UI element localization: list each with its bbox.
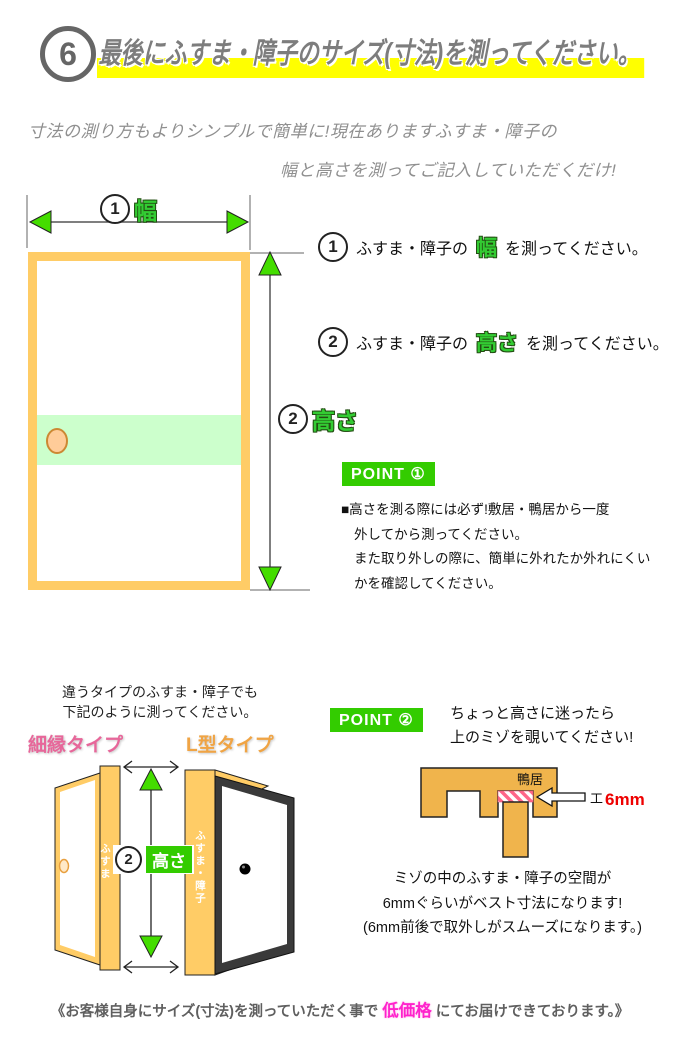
arrow-left-icon (122, 960, 133, 974)
arrow-left-icon (122, 760, 133, 774)
other-types-intro-line-1: 違うタイプのふすま・障子でも (62, 684, 258, 700)
step-1-keyword: 幅 (476, 237, 498, 260)
arrow-right-icon (169, 760, 180, 774)
height-keyword: 高さ (312, 408, 358, 434)
height-measure-label: 2 高さ (278, 402, 358, 436)
point-1-text: ■高さを測る際には必ず!敷居・鴨居から一度 外してから測ってください。 また取り… (341, 498, 650, 596)
step-2-post: を測ってください。 (526, 336, 669, 353)
note-line-2: 6mmぐらいがベスト寸法になります! (382, 895, 623, 912)
thin-frame-door-diagram (54, 765, 121, 971)
arrow-up-icon (258, 250, 282, 276)
gap-hatch-area (497, 790, 534, 803)
point-1-line-4: かを確認してください。 (354, 575, 502, 591)
step-6-number: 6 (59, 35, 77, 72)
door-front-panel (222, 786, 287, 963)
arrow-up-icon (139, 767, 163, 791)
step-1-badge: 1 (318, 232, 348, 262)
arrow-down-icon (139, 935, 163, 959)
step-1-pre: ふすま・障子の (356, 241, 469, 258)
point-2-text: ちょっと高さに迷ったら 上のミゾを覗いてください! (450, 702, 633, 750)
width-measure-label: 1 幅 (100, 192, 157, 226)
intro-line-2: 幅と高さを測ってご記入していただくだけ! (280, 161, 617, 180)
step-1-post: を測ってください。 (505, 241, 648, 258)
footer-price-highlight: 低価格 (382, 1002, 432, 1020)
point-2-title: POINT ② (330, 708, 423, 732)
footer-note: 《お客様自身にサイズ(寸法)を測っていただく事で 低価格 にてお届けできておりま… (0, 997, 680, 1021)
width-keyword: 幅 (134, 198, 157, 224)
step-6-badge: 6 (40, 26, 96, 82)
point-1-title: POINT ① (342, 462, 435, 486)
arrow-left-icon (28, 210, 52, 234)
other-types-intro: 違うタイプのふすま・障子でも 下記のように測ってください。 (50, 682, 270, 722)
height-keyword-boxed: 高さ (146, 846, 192, 873)
l-frame-door-diagram (184, 769, 295, 976)
door-handle-highlight (242, 865, 245, 869)
point-2-notes: ミゾの中のふすま・障子の空間が 6mmぐらいがベスト寸法になります! (6mm前… (330, 867, 675, 941)
door-green-band (37, 415, 241, 465)
door-1-vertical-label: ふすま (99, 843, 111, 881)
point-2-line-1: ちょっと高さに迷ったら (450, 705, 616, 722)
step-2-badge: 2 (318, 327, 348, 357)
door-handle-icon (46, 428, 68, 454)
note-line-3: (6mm前後で取外しがスムーズになります。) (363, 920, 642, 936)
kamoi-lintel-shape (420, 767, 558, 818)
width-number-badge: 1 (100, 194, 130, 224)
door-handle-icon (239, 863, 251, 875)
step-2: 2 ふすま・障子の 高さ を測ってください。 (318, 327, 669, 357)
arrow-right-icon (169, 960, 180, 974)
other-types-intro-line-2: 下記のように測ってください。 (62, 704, 258, 720)
kamoi-label: 鴨居 (517, 772, 543, 787)
step-1: 1 ふすま・障子の 幅 を測ってください。 (318, 232, 648, 262)
door-2-vertical-label: ふすま・障子 (194, 830, 206, 905)
footer-pre: 《お客様自身にサイズ(寸法)を測っていただく事で (50, 1004, 383, 1020)
type-2-label: L型タイプ (186, 735, 274, 756)
step-2-keyword: 高さ (476, 332, 519, 355)
gap-value: 6mm (605, 790, 645, 809)
height-number-badge: 2 (278, 404, 308, 434)
page-title: 最後にふすま・障子のサイズ(寸法)を測ってください。 (97, 28, 645, 78)
page-title-text: 最後にふすま・障子のサイズ(寸法)を測ってください。 (97, 28, 645, 78)
door-top-in-groove (502, 801, 529, 858)
door-handle-icon (58, 858, 70, 874)
point-1-line-1: ■高さを測る際には必ず!敷居・鴨居から一度 (341, 502, 610, 517)
arrow-right-icon (226, 210, 250, 234)
intro-line-1: 寸法の測り方もよりシンプルで簡単に!現在ありますふすま・障子の (28, 122, 558, 141)
footer-post: にてお届けできております。》 (431, 1004, 630, 1020)
note-line-1: ミゾの中のふすま・障子の空間が (393, 871, 612, 887)
door-front-panel (60, 780, 95, 957)
kamoi-groove-diagram: 鴨居 工 6mm (420, 767, 645, 858)
arrow-down-icon (258, 566, 282, 592)
point-1-line-3: また取り外しの際に、簡単に外れたか外れにくい (354, 551, 651, 566)
height-number-badge: 2 (115, 846, 142, 873)
door-measure-diagram (26, 195, 310, 592)
height-measure-label-bottom: 2 高さ (113, 845, 194, 874)
pointer-arrow-icon (535, 786, 586, 808)
gap-mark: 工 (590, 791, 603, 806)
point-2-line-2: 上のミゾを覗いてください! (450, 729, 634, 746)
step-2-pre: ふすま・障子の (356, 336, 469, 353)
type-1-label: 細縁タイプ (28, 735, 124, 756)
point-1-line-2: 外してから測ってください。 (354, 526, 529, 542)
